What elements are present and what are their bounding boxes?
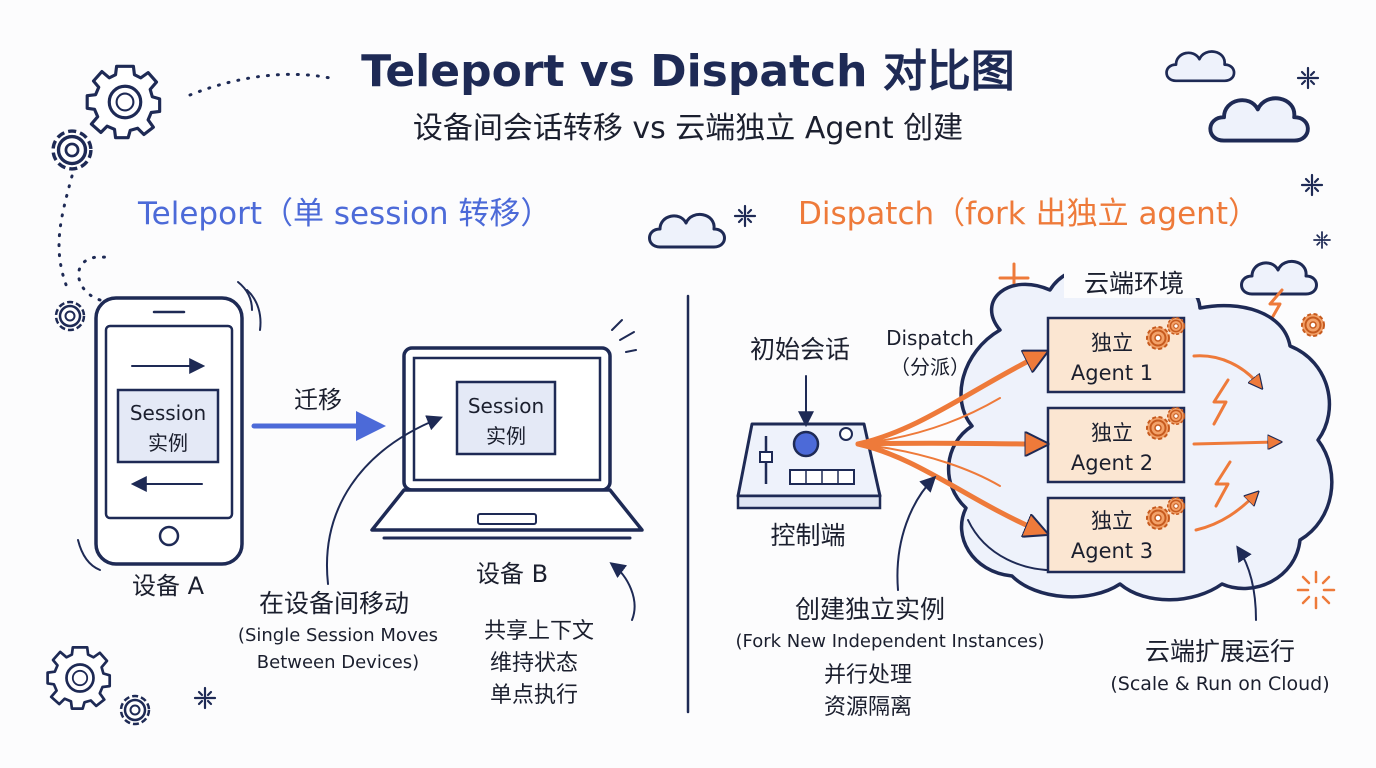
cloud-icon [1208,96,1310,143]
move-note-en: Between Devices) [257,652,419,673]
cloud-icon [648,212,726,249]
fork-arrow [855,354,1042,447]
session-b-label: 实例 [486,424,526,448]
fork-arrow [855,441,1042,532]
fork-arrow [855,443,1042,444]
scale-note-en: (Scale & Run on Cloud) [1110,673,1329,695]
controller-icon [736,422,882,510]
sparkle-icon [193,686,217,710]
sparkle-icon [733,204,757,228]
dispatch-label: Dispatch [886,326,974,350]
teleport-feature: 共享上下文 [484,619,594,644]
arrow-icon [1192,442,1278,444]
dotted-trail [188,72,332,97]
agent-label: Agent 3 [1071,539,1153,563]
arrow-icon [1194,494,1256,532]
dotted-trail [77,255,112,302]
cloud-icon [1240,259,1318,296]
session-a-label: Session [130,401,206,425]
sparkle-icon [1300,173,1324,197]
cloud-label-bg [1064,264,1204,298]
arrow-icon [609,562,636,621]
cloud-label: 云端环境 [1084,269,1184,298]
gear-icon [46,646,112,710]
agent-label: 独立 [1091,509,1133,533]
session-box-a [116,388,220,464]
scale-note-title: 云端扩展运行 [1145,637,1295,666]
agent-label: 独立 [1091,331,1133,355]
gear-icon [54,300,86,332]
fork-arrow [857,443,1001,487]
cloud-icon [1165,50,1236,83]
sparkle-icon [1296,570,1336,610]
lightning-icon [1214,460,1232,508]
teleport-feature: 维持状态 [490,651,578,676]
teleport-heading: Teleport（单 session 转移） [137,196,551,232]
device-b-caption: 设备 B [476,560,548,588]
initial-session-label: 初始会话 [750,335,850,364]
move-note-en: (Single Session Moves [238,625,438,646]
controller-caption: 控制端 [770,521,845,550]
dotted-trail [57,174,74,292]
dispatch-feature: 资源隔离 [824,695,912,720]
page-title: Teleport vs Dispatch 对比图 [361,46,1015,97]
fork-arrow [857,397,1001,445]
session-box-b [455,380,557,456]
arrow-icon [1192,354,1260,386]
teleport-feature: 单点执行 [490,683,578,708]
transfer-label: 迁移 [294,386,342,414]
arrow-icon [326,415,443,585]
agent-label: Agent 1 [1071,361,1153,385]
fork-note-title: 创建独立实例 [795,595,945,624]
page-subtitle: 设备间会话转移 vs 云端独立 Agent 创建 [413,111,963,146]
agent-box: 独立 Agent 2 [1046,406,1186,484]
dispatch-feature: 并行处理 [824,663,912,688]
fork-note-en: (Fork New Independent Instances) [735,631,1044,652]
gear-icon [85,64,162,140]
sparkle-icon [1296,66,1320,90]
sparkle-icon [1313,231,1331,249]
gear-icon [51,129,93,171]
arrow-icon [896,475,937,591]
agent-label: Agent 2 [1071,451,1153,475]
agent-label: 独立 [1091,421,1133,445]
arrow-icon [1236,545,1257,621]
gear-icon [1301,313,1325,337]
dispatch-label: （分派） [890,355,970,379]
session-a-label: 实例 [148,431,188,455]
lightning-icon [1268,288,1284,320]
gear-icon [119,694,151,726]
move-note-title: 在设备间移动 [259,589,409,618]
dispatch-heading: Dispatch（fork 出独立 agent） [798,196,1259,232]
lightning-icon [1212,378,1230,426]
session-b-label: Session [468,394,544,418]
device-a-caption: 设备 A [132,572,205,600]
